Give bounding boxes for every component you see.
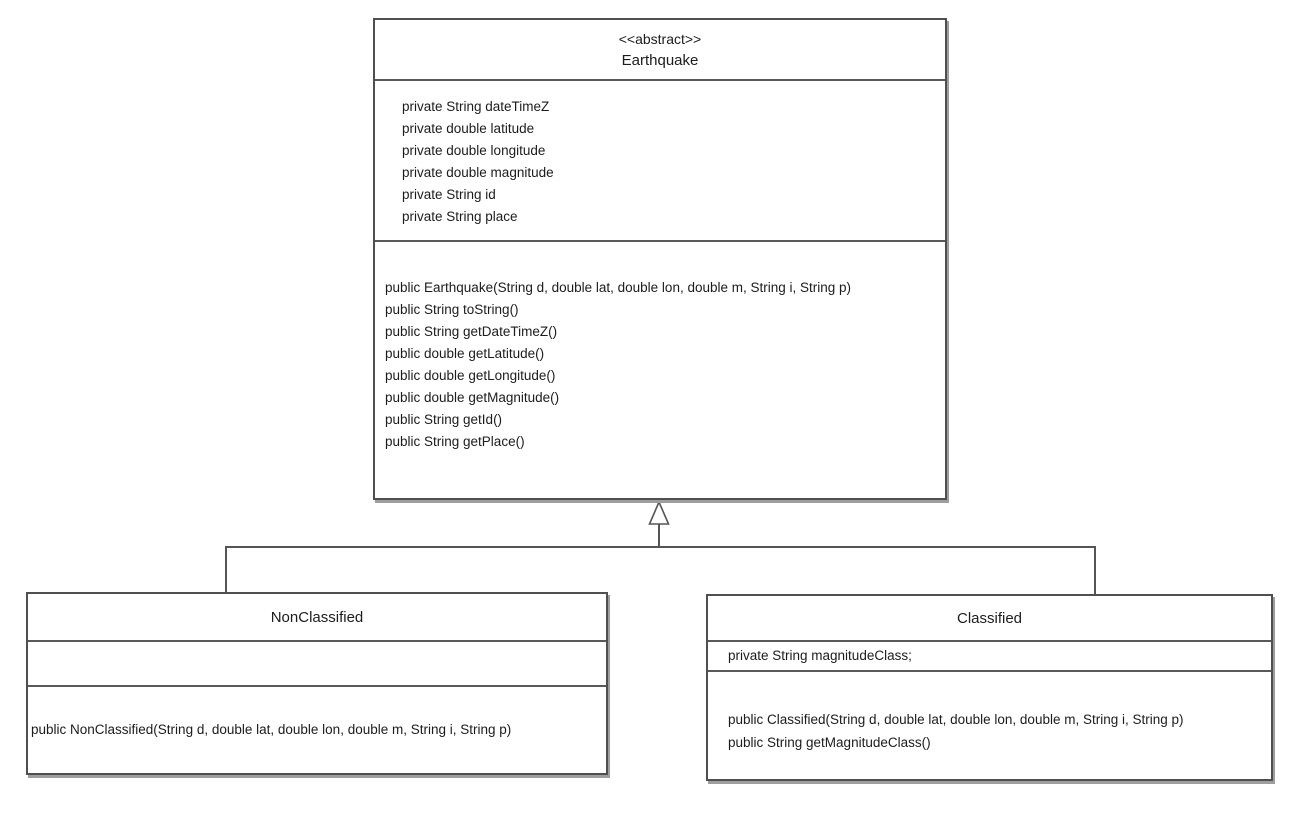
class-header-nonclassified: NonClassified xyxy=(28,594,606,640)
methods-section-classified: public Classified(String d, double lat, … xyxy=(708,670,1271,779)
class-name-classified: Classified xyxy=(956,609,1023,627)
stereotype-label: <<abstract>> xyxy=(618,30,702,47)
class-header-classified: Classified xyxy=(708,596,1271,640)
class-box-nonclassified: NonClassified public NonClassified(Strin… xyxy=(26,592,608,775)
member-line: public String getPlace() xyxy=(385,434,525,449)
class-header-earthquake: <<abstract>> Earthquake xyxy=(375,20,945,79)
member-line: public String getMagnitudeClass() xyxy=(728,735,931,750)
member-line: public String toString() xyxy=(385,302,519,317)
methods-section-nonclassified: public NonClassified(String d, double la… xyxy=(28,685,606,773)
member-line: public String getId() xyxy=(385,412,503,427)
member-line: public Classified(String d, double lat, … xyxy=(728,712,1184,727)
member-line: public NonClassified(String d, double la… xyxy=(31,722,512,737)
attributes-section-classified: private String magnitudeClass; xyxy=(708,640,1271,670)
attributes-section-earthquake: private String dateTimeZ private double l… xyxy=(375,79,945,240)
inheritance-connector-lines xyxy=(225,524,1096,595)
member-line: private String magnitudeClass; xyxy=(728,648,912,663)
member-line: public String getDateTimeZ() xyxy=(385,324,558,339)
member-line: private String dateTimeZ xyxy=(402,99,550,114)
member-line: private String place xyxy=(402,209,518,224)
member-line: private double longitude xyxy=(402,143,546,158)
member-line: public Earthquake(String d, double lat, … xyxy=(385,280,852,295)
member-line: private String id xyxy=(402,187,496,202)
member-line: public double getLongitude() xyxy=(385,368,556,383)
member-line: public double getMagnitude() xyxy=(385,390,560,405)
member-line: private double latitude xyxy=(402,121,535,136)
class-box-earthquake: <<abstract>> Earthquake private String d… xyxy=(373,18,947,500)
class-box-classified: Classified private String magnitudeClass… xyxy=(706,594,1273,781)
member-line: public double getLatitude() xyxy=(385,346,545,361)
class-name-nonclassified: NonClassified xyxy=(270,608,364,626)
class-name-earthquake: Earthquake xyxy=(621,51,699,69)
methods-section-earthquake: public Earthquake(String d, double lat, … xyxy=(375,240,945,498)
member-line: private double magnitude xyxy=(402,165,554,180)
inheritance-arrowhead-icon xyxy=(648,499,670,525)
attributes-section-nonclassified xyxy=(28,640,606,685)
